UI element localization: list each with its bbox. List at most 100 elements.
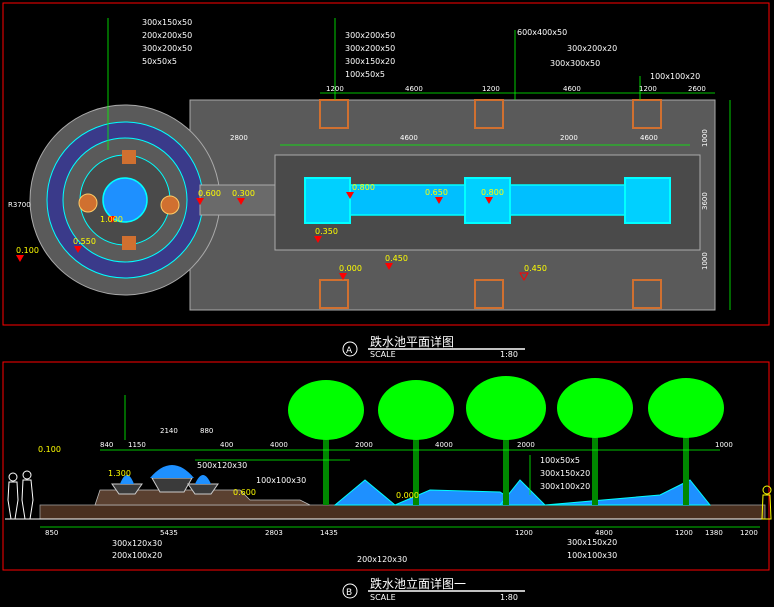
person-1-head [8,472,18,482]
plan-title: 跌水池平面详图 [370,334,454,349]
plan-note-9: 300x200x20 [567,44,617,53]
plan-top-dim-2: 1200 [482,85,500,93]
plan-top-dim-1: 4600 [405,85,423,93]
plaza-center-pool [102,177,148,223]
elev-top-dim-0: 840 [100,441,113,449]
plan-inner-dim-2: 2000 [560,134,578,142]
palm-trunk-1 [323,420,329,505]
water-jet-3 [195,475,211,484]
elev-label-4: 0.550 [73,237,96,246]
plan-note-6: 300x150x20 [345,57,395,66]
elev-label-2: 1.000 [100,215,123,224]
elev-marker-10 [339,273,347,280]
palm-tree-1 [288,380,364,505]
plan-title-marker-circle [342,341,358,357]
elev-top-dim-6: 2000 [355,441,373,449]
elev-marker-5 [16,255,24,262]
pool-right [624,177,671,224]
palm-tree-3 [466,376,546,505]
elevation-view [5,376,772,528]
elev-top-dim-8: 2000 [517,441,535,449]
column-base-3 [632,99,662,129]
plan-top-dim-5: 2600 [688,85,706,93]
person-3-body [761,494,772,520]
plan-note-2: 300x200x50 [142,44,192,53]
plan-note-7: 100x50x5 [345,70,385,79]
column-base-4 [319,279,349,309]
fountain-bowls [111,465,219,495]
palm-tree-5 [648,378,724,505]
person-3-head [762,485,772,495]
elev-marker-11 [519,272,529,282]
plan-note-0: 300x150x50 [142,18,192,27]
column-base-1 [319,99,349,129]
elev-label-5: 0.100 [16,246,39,255]
plan-side-dim-2: 1000 [701,252,709,270]
elev-label-7: 0.650 [425,188,448,197]
plaza-column-n [122,150,136,164]
elev-note-1: 100x100x30 [256,476,306,485]
plan-top-dim-0: 1200 [326,85,344,93]
palm-trunk-3 [503,420,509,505]
elev-label-6: 0.800 [481,188,504,197]
plan-inner-dim-1: 4600 [400,134,418,142]
elev-marker-9 [385,263,393,270]
plan-note-3: 50x50x5 [142,57,177,66]
elev-level-1: 1.300 [108,469,131,478]
elev-note-2: 100x50x5 [540,456,580,465]
plan-note-1: 200x200x50 [142,31,192,40]
plan-scale-label: SCALE [370,350,396,359]
elevation-title: 跌水池立面详图一 [370,576,466,591]
plaza-column-ne [160,195,180,215]
elev-note-3: 300x150x20 [540,469,590,478]
elev-marker-0 [346,192,354,199]
elev-top-dim-5: 4000 [270,441,288,449]
palm-trunk-2 [413,420,419,505]
elev-marker-1 [196,198,204,205]
elev-marker-8 [314,236,322,243]
left-platform [94,489,311,506]
elev-top-dim-1: 1150 [128,441,146,449]
person-1-body [7,481,19,520]
palm-trunk-4 [592,420,598,505]
elev-top-dim-9: 1000 [715,441,733,449]
elev-level-2: 0.600 [233,488,256,497]
elev-note-6: 200x100x20 [112,551,162,560]
palm-crown-4 [557,378,633,438]
plan-frame [2,2,770,326]
human-figures [7,470,772,520]
elev-label-11: 0.450 [524,264,547,273]
pool-middle [464,177,511,224]
elev-top-dim-3: 880 [200,427,213,435]
elev-marker-4 [74,246,82,253]
water-jet-2 [150,465,194,478]
palm-crown-1 [288,380,364,440]
plan-side-dim-1: 3600 [701,192,709,210]
elev-level-3: 0.000 [396,491,419,500]
elev-marker-6 [485,197,493,204]
column-base-6 [632,279,662,309]
plan-note-4: 300x200x50 [345,31,395,40]
elevation-title-marker-circle [342,583,358,599]
elevation-scale-value: 1:80 [500,593,518,602]
person-2-head [22,470,32,480]
elev-bottom-dim-4: 1200 [515,529,533,537]
water-fall-1 [333,479,397,506]
column-base-2 [474,99,504,129]
elev-note-8: 300x150x20 [567,538,617,547]
plan-radius-label: R3700 [8,201,31,209]
elevation-title-marker: B [346,588,352,598]
elev-note-4: 300x100x20 [540,482,590,491]
elev-bottom-dim-5: 4800 [595,529,613,537]
plan-note-8: 600x400x50 [517,28,567,37]
plan-top-dim-4: 1200 [639,85,657,93]
elev-bottom-dim-6: 1200 [675,529,693,537]
plan-note-10: 300x300x50 [550,59,600,68]
plan-elevation-markers: 0.800 0.600 1.000 0.300 0.550 0.100 0.80… [16,183,547,282]
elev-label-8: 0.350 [315,227,338,236]
elevation-frame [2,361,770,571]
elev-label-9: 0.450 [385,254,408,263]
plan-side-dim-0: 1000 [701,129,709,147]
elev-note-9: 100x100x30 [567,551,617,560]
palm-crown-5 [648,378,724,438]
